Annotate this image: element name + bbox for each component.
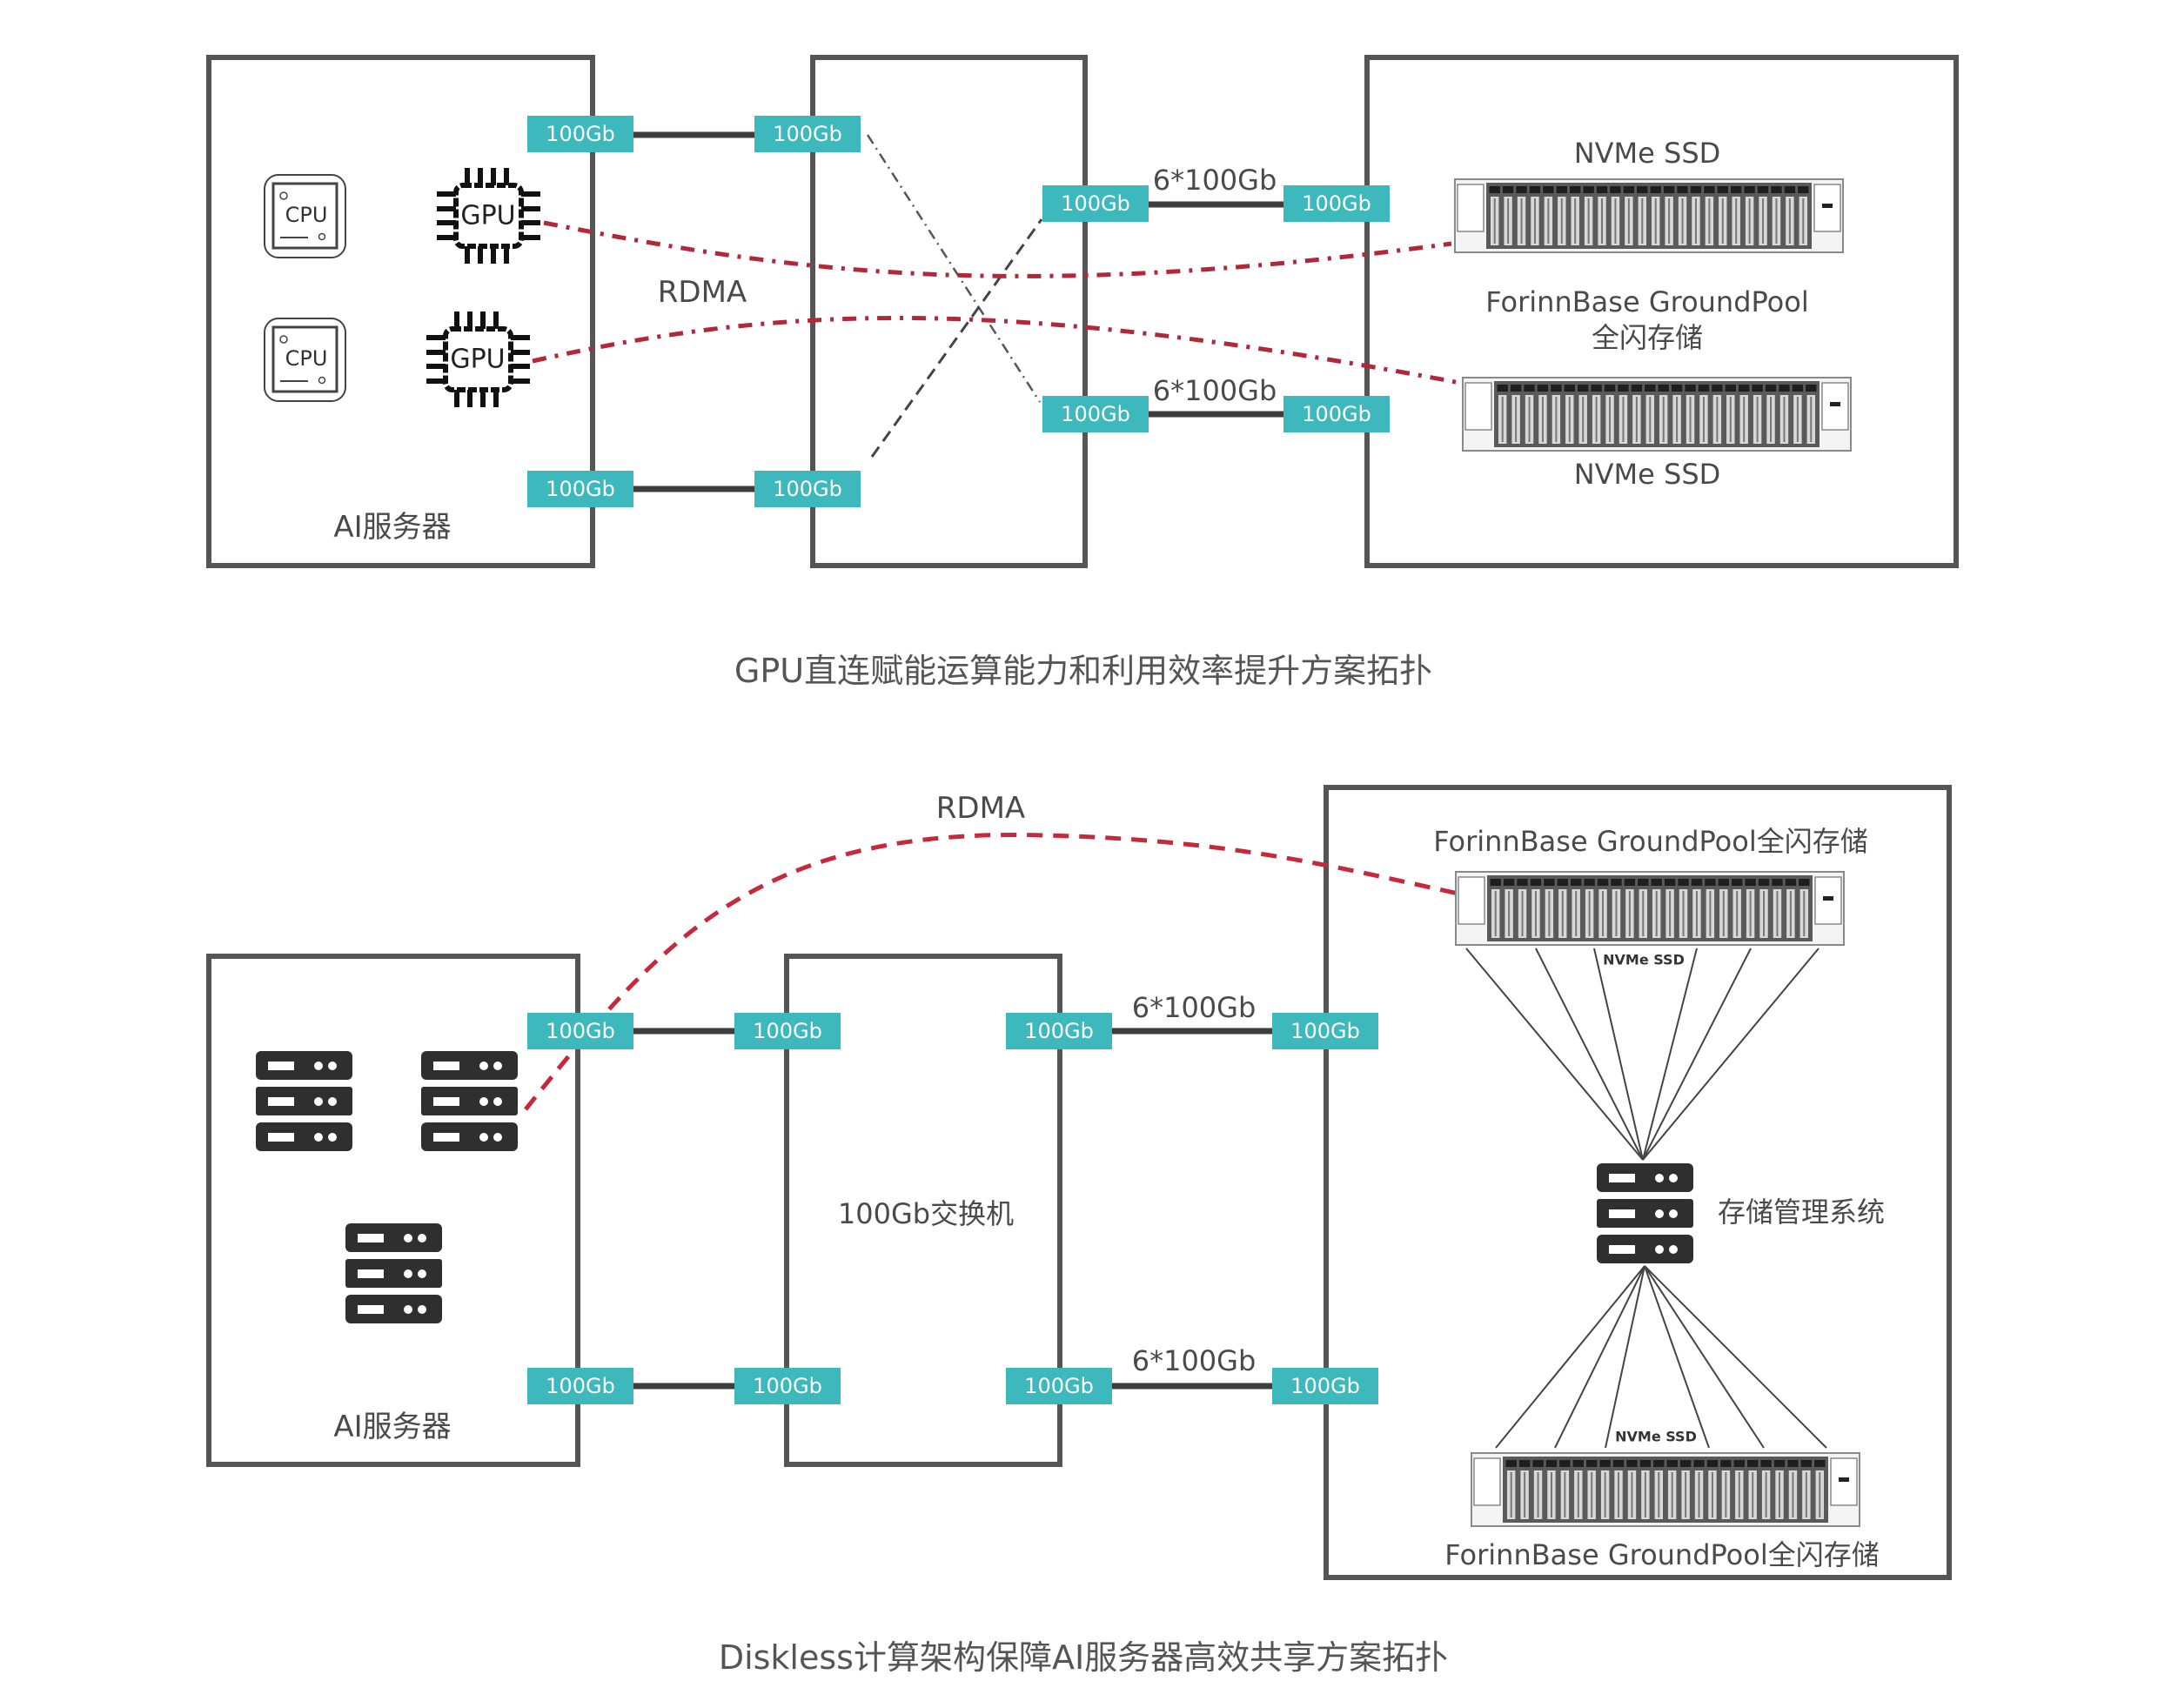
port-badge: 100Gb: [1272, 1368, 1378, 1404]
port-label: 100Gb: [753, 1019, 822, 1043]
rdma-path-gpu1: [543, 220, 1452, 278]
port-badge: 100Gb: [754, 116, 861, 152]
switch-label: 100Gb交换机: [838, 1197, 1014, 1230]
cpu-label: CPU: [285, 346, 328, 371]
port-label: 100Gb: [546, 1019, 615, 1043]
nvme-ssd-label-bottom: NVMe SSD: [1574, 458, 1721, 491]
rack-server-icon: [256, 1051, 352, 1151]
rdma-path: [524, 832, 1459, 1111]
storage-box: [1364, 55, 1959, 568]
diagram-gpu-direct: CPU CPU GPU: [206, 55, 1959, 690]
port-badge: 100Gb: [1283, 185, 1390, 222]
fan-lines-top: [1465, 948, 1820, 1161]
trunk-label-bottom: 6*100Gb: [1153, 374, 1277, 407]
port-badge: 100Gb: [1042, 185, 1149, 222]
nvme-ssd-array-icon: [1455, 871, 1845, 946]
ai-server-label: AI服务器: [333, 1410, 451, 1444]
port-label: 100Gb: [753, 1374, 822, 1398]
port-label: 100Gb: [1024, 1374, 1094, 1398]
gpu-chip-icon: GPU: [437, 168, 540, 264]
diagram1-caption: GPU直连赋能运算能力和利用效率提升方案拓扑: [734, 652, 1432, 690]
storage-mgmt-server-icon: [1597, 1163, 1693, 1263]
storage-name-top: ForinnBase GroundPool全闪存储: [1433, 825, 1867, 858]
fan-lines-bottom: [1495, 1265, 1827, 1449]
storage-name-label: ForinnBase GroundPool: [1485, 285, 1808, 318]
rdma-path-gpu2: [532, 316, 1461, 385]
ai-server-box: [206, 954, 580, 1467]
port-badge: 100Gb: [527, 1013, 633, 1049]
storage-mgmt-label: 存储管理系统: [1718, 1196, 1885, 1229]
nvme-ssd-array-icon: [1471, 1452, 1860, 1527]
nvme-label-top: NVMe SSD: [1603, 952, 1685, 968]
switch-path-cross-a: [866, 134, 1042, 403]
diagram-diskless: 100Gb 100Gb 100Gb 100Gb 100Gb 100Gb 100G…: [206, 785, 1952, 1677]
storage-name-bottom: ForinnBase GroundPool全闪存储: [1444, 1538, 1879, 1571]
nvme-ssd-label-top: NVMe SSD: [1574, 137, 1721, 170]
port-label: 100Gb: [1290, 1374, 1360, 1398]
nvme-ssd-array-icon: [1462, 377, 1852, 452]
rdma-label: RDMA: [936, 791, 1025, 826]
switch-path-cross-b: [870, 218, 1043, 458]
cpu-label: CPU: [285, 203, 328, 227]
port-badge: 100Gb: [734, 1013, 841, 1049]
port-badge: 100Gb: [1006, 1368, 1112, 1404]
rack-server-icon: [345, 1223, 442, 1323]
port-label: 100Gb: [773, 122, 842, 146]
rack-server-icon: [421, 1051, 518, 1151]
port-label: 100Gb: [1302, 402, 1371, 426]
gpu-label: GPU: [460, 201, 515, 231]
nvme-label-bottom: NVMe SSD: [1615, 1429, 1697, 1445]
cpu-icon: CPU: [264, 318, 346, 402]
diagram2-caption: Diskless计算架构保障AI服务器高效共享方案拓扑: [719, 1638, 1448, 1677]
port-label: 100Gb: [1061, 191, 1130, 216]
trunk-label-top: 6*100Gb: [1153, 164, 1277, 197]
port-label: 100Gb: [773, 477, 842, 501]
port-label: 100Gb: [546, 122, 615, 146]
cpu-icon: CPU: [264, 174, 346, 258]
port-label: 100Gb: [546, 1374, 615, 1398]
storage-type-label: 全闪存储: [1592, 321, 1703, 354]
gpu-label: GPU: [450, 345, 505, 375]
port-badge: 100Gb: [734, 1368, 841, 1404]
port-badge: 100Gb: [1006, 1013, 1112, 1049]
port-label: 100Gb: [1302, 191, 1371, 216]
port-label: 100Gb: [1024, 1019, 1094, 1043]
port-label: 100Gb: [546, 477, 615, 501]
port-badge: 100Gb: [754, 471, 861, 507]
port-badge: 100Gb: [527, 1368, 633, 1404]
trunk-label-top: 6*100Gb: [1132, 991, 1257, 1024]
port-label: 100Gb: [1061, 402, 1130, 426]
rdma-label: RDMA: [658, 275, 747, 310]
port-badge: 100Gb: [1272, 1013, 1378, 1049]
port-label: 100Gb: [1290, 1019, 1360, 1043]
port-badge: 100Gb: [1042, 396, 1149, 432]
trunk-label-bottom: 6*100Gb: [1132, 1344, 1257, 1377]
nvme-ssd-array-icon: [1454, 178, 1844, 253]
ai-server-label: AI服务器: [333, 510, 451, 545]
port-badge: 100Gb: [527, 471, 633, 507]
port-badge: 100Gb: [527, 116, 633, 152]
gpu-chip-icon: GPU: [426, 311, 530, 407]
port-badge: 100Gb: [1283, 396, 1390, 432]
